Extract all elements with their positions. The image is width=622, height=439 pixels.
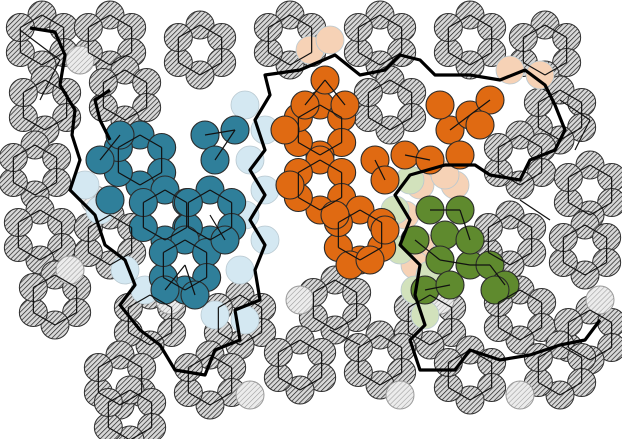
lattice-node-faded: [66, 46, 94, 74]
orange-cluster-node: [371, 216, 399, 244]
lattice-node: [598, 164, 622, 192]
lattice-node-faded: [506, 381, 534, 409]
halo-node: [316, 26, 344, 54]
halo-node: [226, 256, 254, 284]
lattice-node-faded: [386, 381, 414, 409]
blue-cluster-node: [96, 186, 124, 214]
orange-cluster-node: [276, 171, 304, 199]
orange-cluster-node: [271, 116, 299, 144]
halo-node: [231, 91, 259, 119]
orange-cluster-node: [321, 201, 349, 229]
lattice-node-faded: [236, 381, 264, 409]
orange-cluster-node: [426, 91, 454, 119]
green-cluster-node: [481, 276, 509, 304]
lattice-node-faded: [56, 256, 84, 284]
green-cluster-node: [431, 221, 459, 249]
lattice-node-faded: [286, 286, 314, 314]
